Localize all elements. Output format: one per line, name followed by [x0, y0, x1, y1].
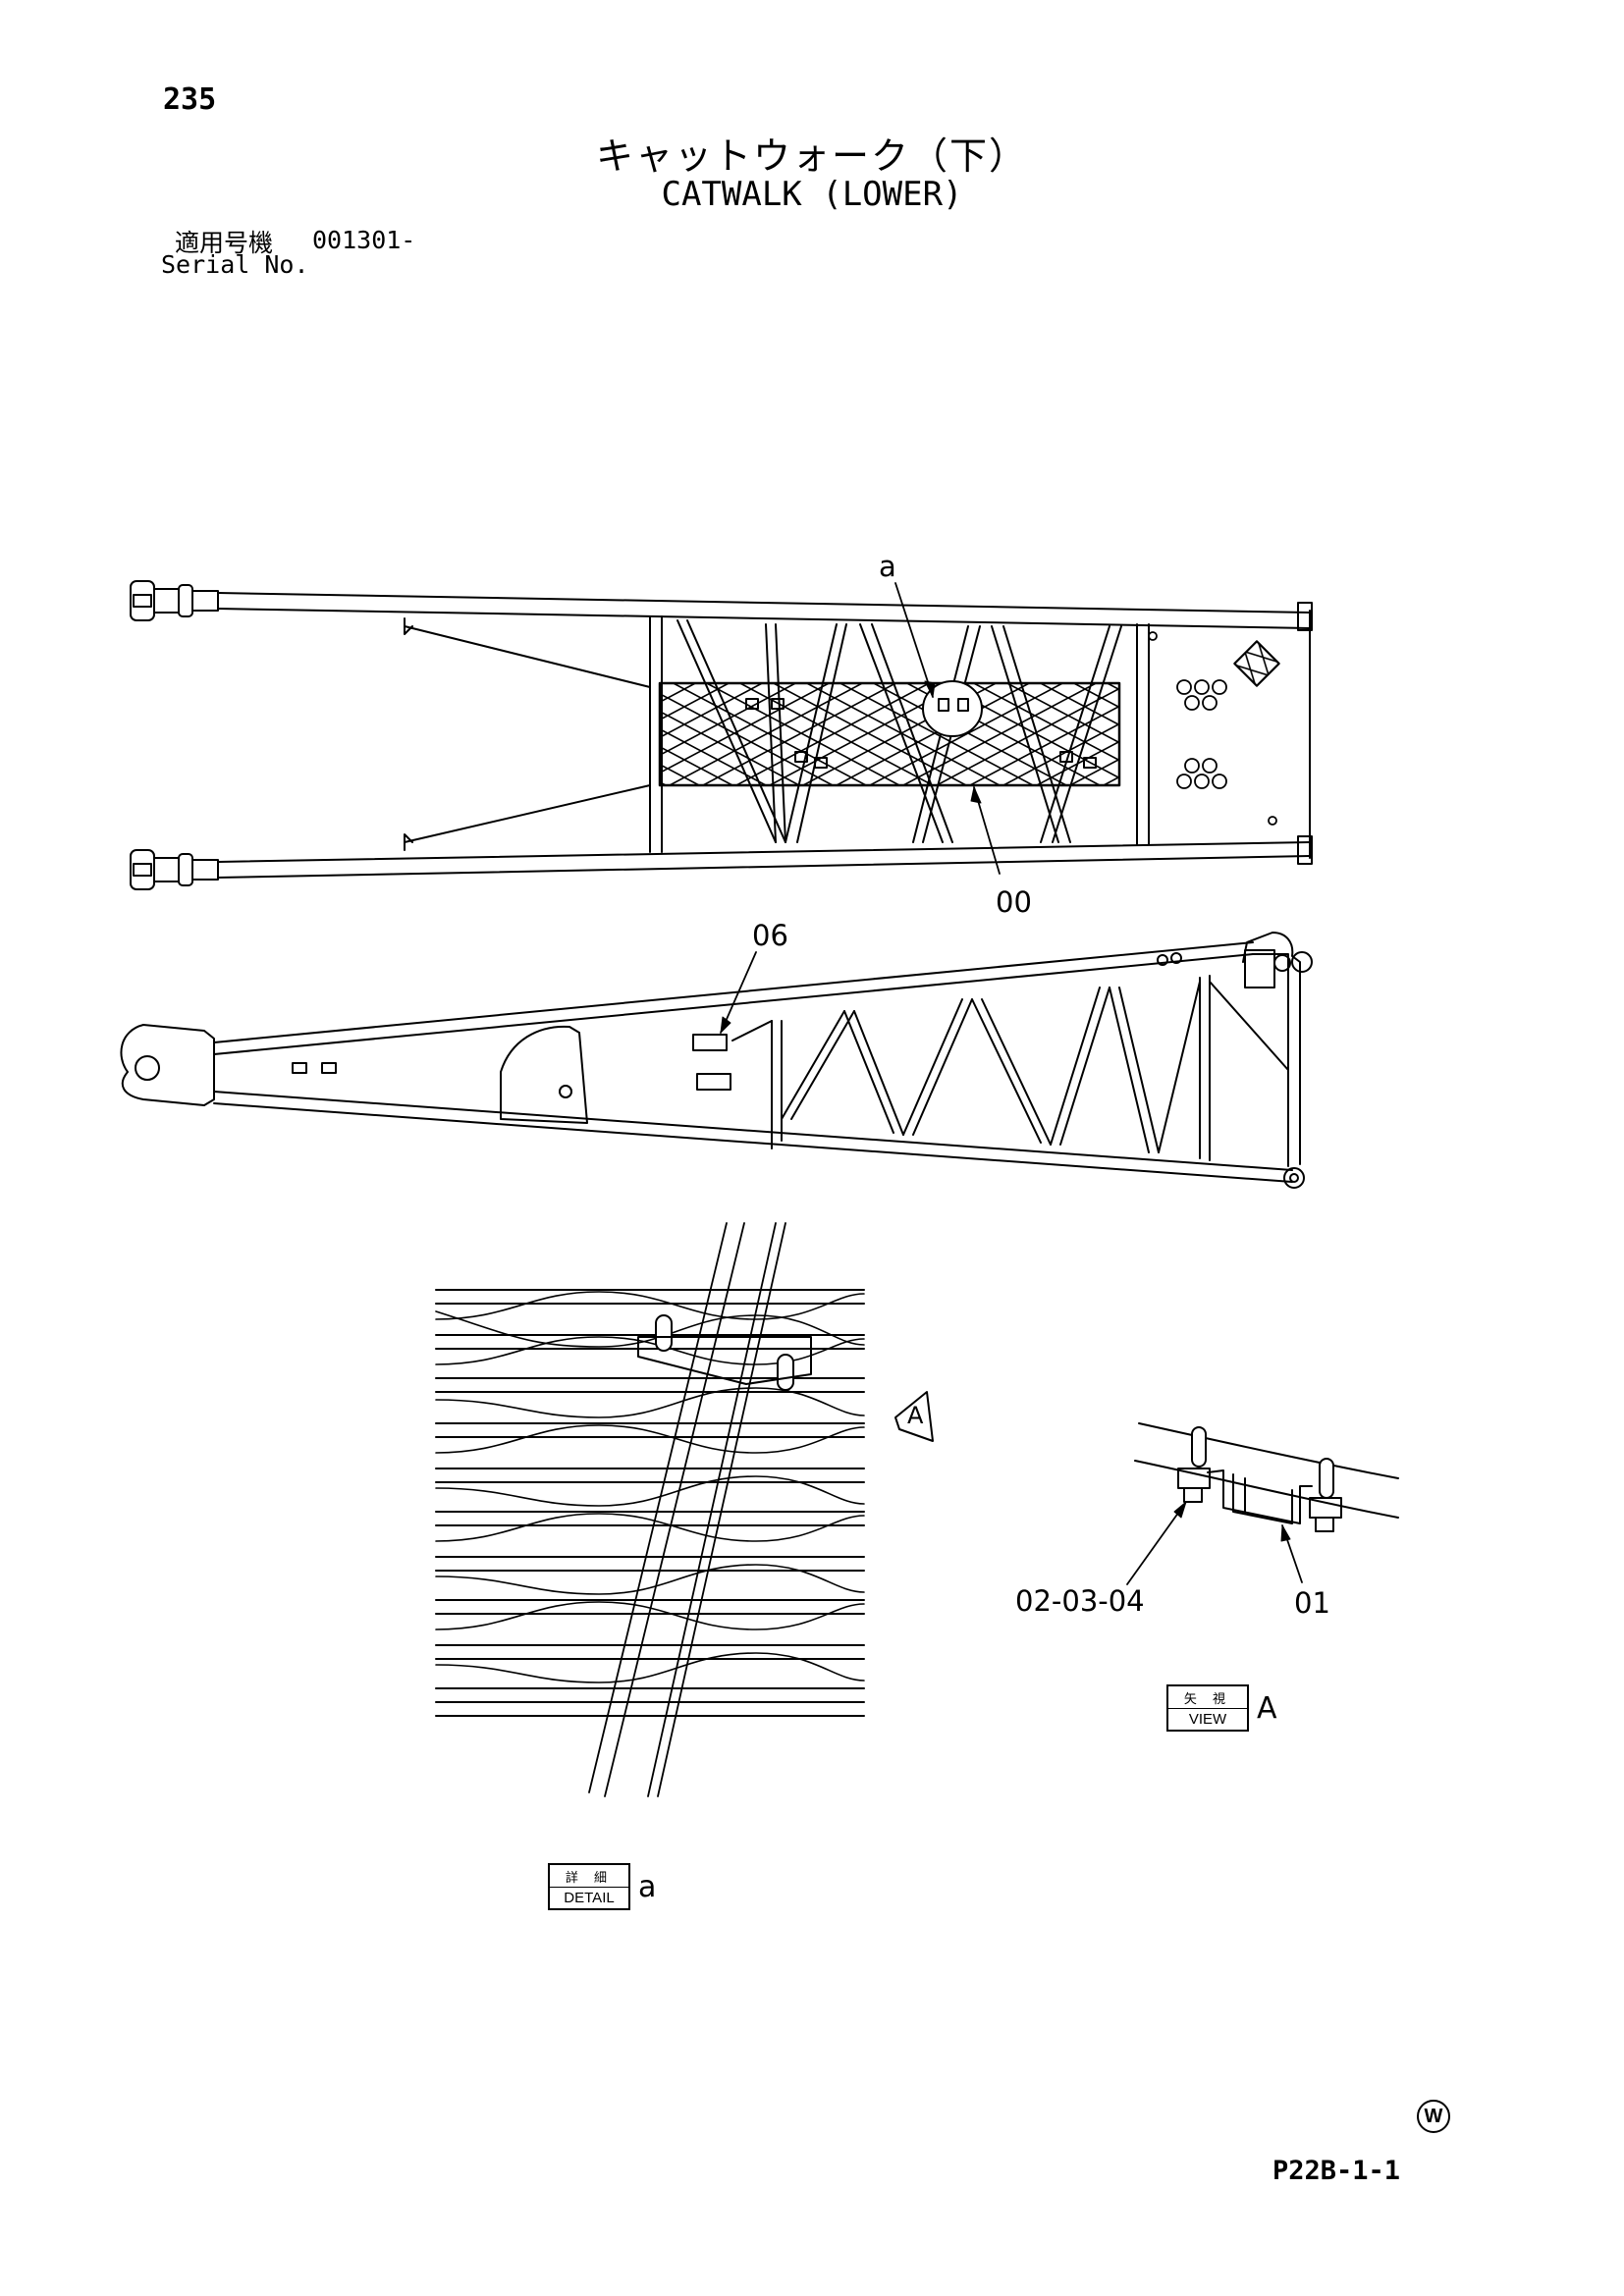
- detail-box-letter: a: [638, 1869, 657, 1904]
- detail-box-english: DETAIL: [564, 1890, 615, 1906]
- side-view: [120, 932, 1313, 1189]
- callout-label-06: 06: [752, 919, 788, 952]
- detail-a-view: [435, 1222, 934, 1797]
- view-box-japanese: 矢 視: [1168, 1686, 1247, 1709]
- callout-bracket-01: 01: [1294, 1586, 1330, 1620]
- serial-label-english: Serial No.: [161, 250, 309, 279]
- callout-catwalk-00: 00: [996, 885, 1032, 919]
- callout-detail-a-ref: a: [879, 550, 896, 583]
- view-box-english: VIEW: [1188, 1711, 1227, 1728]
- view-box-letter: A: [1257, 1690, 1277, 1726]
- top-view: [130, 580, 1313, 890]
- w-circle-mark: W: [1417, 2100, 1450, 2133]
- serial-label-japanese: 適用号機: [175, 229, 274, 257]
- view-a-label-box: 矢 視 VIEW A: [1166, 1684, 1277, 1732]
- title-japanese: キャットウォーク（下）: [595, 134, 1028, 178]
- title-english: CATWALK (LOWER): [661, 175, 963, 214]
- callout-bolts-02-03-04: 02-03-04: [1015, 1584, 1145, 1618]
- detail-box-japanese: 詳 細: [550, 1865, 628, 1888]
- view-a-bracket: [1126, 1422, 1399, 1585]
- view-arrow-label: A: [907, 1402, 924, 1429]
- footer-page-code: P22B-1-1: [1272, 2156, 1401, 2186]
- serial-value: 001301-: [312, 226, 416, 254]
- detail-a-label-box: 詳 細 DETAIL a: [548, 1863, 656, 1910]
- page-number: 235: [163, 82, 217, 117]
